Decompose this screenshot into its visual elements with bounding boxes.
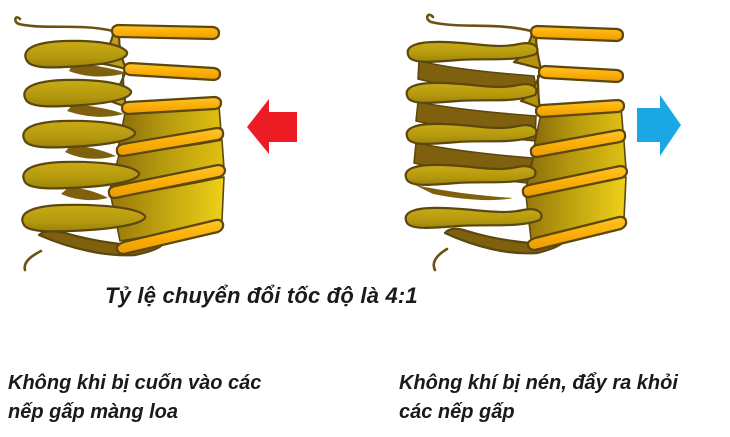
left-arrow-icon bbox=[247, 99, 297, 154]
right-caption-line1: Không khí bị nén, đẩy ra khỏi bbox=[399, 372, 678, 394]
left-caption-line1: Không khi bị cuốn vào các bbox=[8, 372, 262, 394]
right-arrow-icon bbox=[637, 95, 681, 156]
right-caption-line2: các nếp gấp bbox=[399, 401, 515, 423]
right-caption: Không khí bị nén, đẩy ra khỏi các nếp gấ… bbox=[399, 369, 719, 427]
left-caption: Không khi bị cuốn vào các nếp gấp màng l… bbox=[8, 369, 318, 427]
left-caption-line2: nếp gấp màng loa bbox=[8, 401, 179, 423]
diagram-expanded-folds bbox=[14, 16, 227, 272]
ratio-caption: Tỷ lệ chuyển đổi tốc độ là 4:1 bbox=[105, 283, 418, 308]
diagram-compressed-folds bbox=[404, 13, 629, 272]
